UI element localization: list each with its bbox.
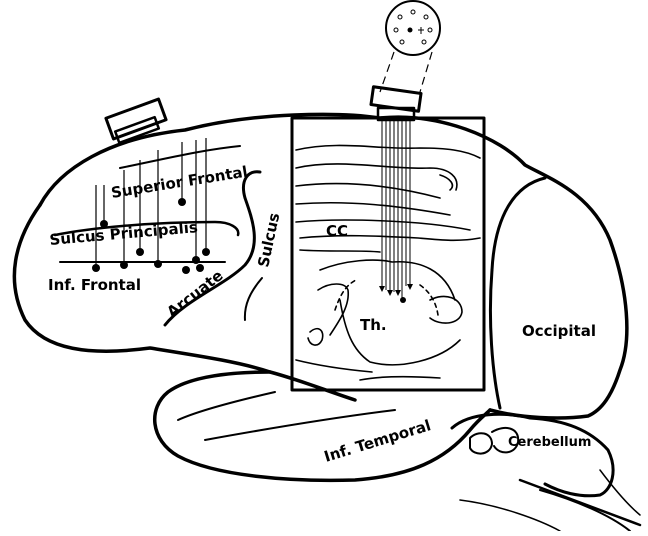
label-sulcus-arcuate: Sulcus bbox=[254, 211, 283, 269]
label-superior-frontal: Superior Frontal bbox=[110, 163, 249, 202]
label-cc: CC bbox=[326, 222, 348, 240]
projection-guide-lines bbox=[380, 52, 432, 92]
label-occipital: Occipital bbox=[522, 322, 596, 340]
thalamus-electrode-tips bbox=[379, 284, 413, 303]
coronal-section-window bbox=[292, 118, 484, 390]
brainstem-1 bbox=[520, 480, 640, 525]
label-arcuate: Arcuate bbox=[163, 266, 226, 321]
coronal-section-contours bbox=[296, 145, 480, 380]
label-inf-temporal: Inf. Temporal bbox=[322, 416, 433, 466]
temporal-inner-contour bbox=[178, 392, 275, 420]
label-cerebellum: Cerebellum bbox=[508, 435, 591, 450]
arcuate-spur bbox=[245, 278, 262, 320]
connector-face-pins bbox=[386, 1, 440, 55]
occipital-lower bbox=[490, 270, 500, 408]
brainstem-4 bbox=[460, 500, 560, 531]
occipital-outline bbox=[492, 178, 545, 270]
electrode-array-connector bbox=[106, 99, 166, 143]
superior-frontal-sulcus bbox=[120, 146, 240, 168]
label-thalamus: Th. bbox=[360, 316, 387, 334]
label-inf-frontal: Inf. Frontal bbox=[48, 276, 141, 294]
recording-chamber bbox=[371, 87, 421, 120]
cerebellum-folia-1 bbox=[470, 433, 492, 453]
electrode-bundle bbox=[382, 120, 410, 298]
